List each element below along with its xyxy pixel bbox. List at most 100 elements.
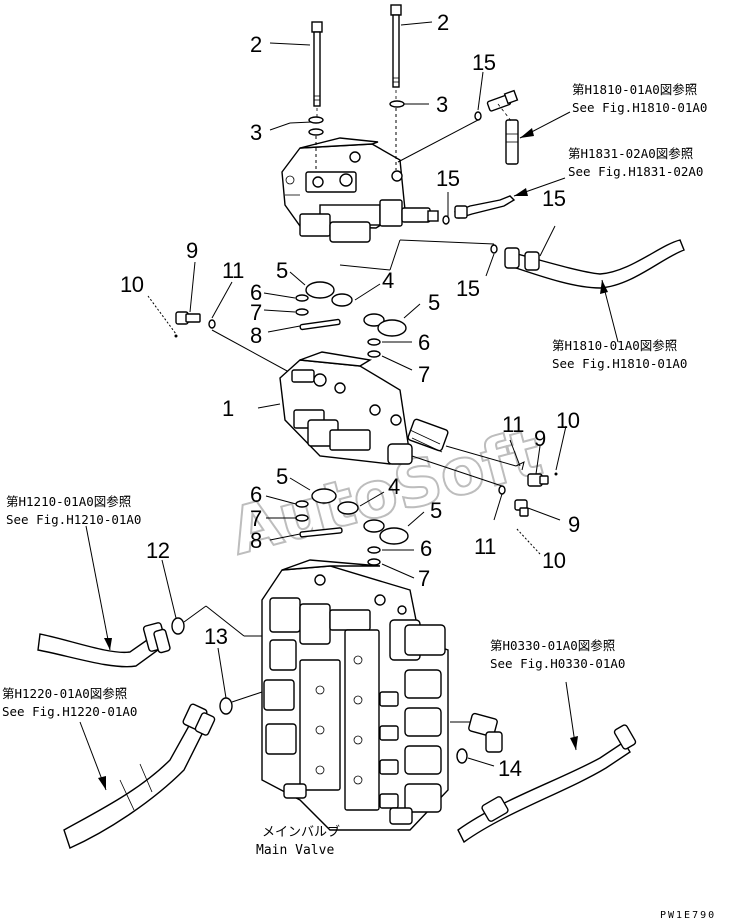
- callout-7: 7: [250, 300, 262, 325]
- callout-8: 8: [250, 323, 262, 348]
- washer-right: [389, 100, 405, 108]
- fitting-9-right: [527, 473, 549, 487]
- callout-1: 1: [222, 396, 234, 421]
- seal-5-c: [311, 488, 337, 504]
- pin-8-b: [299, 527, 343, 538]
- hose-right: [504, 239, 685, 289]
- callout-7: 7: [418, 566, 430, 591]
- callout-8: 8: [250, 528, 262, 553]
- svg-text:第H0330-01A0図参照: 第H0330-01A0図参照: [490, 638, 615, 653]
- callout-11: 11: [222, 258, 244, 283]
- callout-15: 15: [456, 276, 480, 301]
- callout-12: 12: [146, 538, 170, 563]
- pin-8-a: [299, 318, 341, 331]
- oring-14: [456, 748, 468, 764]
- washer-left-2: [308, 128, 324, 136]
- callout-9: 9: [568, 512, 580, 537]
- callout-2: 2: [437, 10, 449, 35]
- callout-9: 9: [534, 426, 546, 451]
- bolt-right: [390, 4, 402, 102]
- oring-6-a: [295, 294, 309, 302]
- callout-5: 5: [276, 258, 288, 283]
- seal-5-b: [377, 319, 407, 337]
- plug-15-a: [474, 111, 482, 121]
- seal-d: [363, 519, 385, 533]
- svg-text:第H1210-01A0図参照: 第H1210-01A0図参照: [6, 494, 131, 509]
- ref-h1210: 第H1210-01A0図参照 See Fig.H1210-01A0: [6, 494, 141, 527]
- bolt-left: [311, 21, 323, 122]
- valve-1: [279, 351, 449, 465]
- ref-h1810-right: 第H1810-01A0図参照 See Fig.H1810-01A0: [552, 338, 687, 371]
- main-valve-label-en: Main Valve: [256, 843, 334, 858]
- main-valve: [261, 559, 503, 831]
- svg-text:See Fig.H1831-02A0: See Fig.H1831-02A0: [568, 164, 703, 179]
- oring-7-b: [367, 350, 381, 358]
- plug-15-c: [490, 244, 498, 254]
- svg-text:第H1810-01A0図参照: 第H1810-01A0図参照: [572, 82, 697, 97]
- callout-3: 3: [250, 120, 262, 145]
- callout-3: 3: [436, 92, 448, 117]
- svg-text:See Fig.H1810-01A0: See Fig.H1810-01A0: [552, 356, 687, 371]
- oring-7-c: [295, 514, 309, 522]
- ref-h0330: 第H0330-01A0図参照 See Fig.H0330-01A0: [490, 638, 625, 671]
- callout-5: 5: [276, 464, 288, 489]
- callout-15: 15: [542, 186, 566, 211]
- fitting-upper: [486, 89, 519, 165]
- hose-h1220: [63, 703, 216, 849]
- callout-15: 15: [472, 50, 496, 75]
- callout-7: 7: [418, 362, 430, 387]
- oring-6-b: [367, 338, 381, 346]
- oring-6-c: [295, 500, 309, 508]
- callout-10: 10: [556, 408, 580, 433]
- plug-15-b: [442, 215, 450, 225]
- callout-5: 5: [430, 498, 442, 523]
- callout-4: 4: [382, 268, 394, 293]
- svg-text:第H1220-01A0図参照: 第H1220-01A0図参照: [2, 686, 127, 701]
- svg-text:See Fig.H1210-01A0: See Fig.H1210-01A0: [6, 512, 141, 527]
- seal-a: [331, 293, 353, 307]
- callout-9: 9: [186, 238, 198, 263]
- fitting-9-left: [175, 311, 201, 325]
- callout-13: 13: [204, 624, 228, 649]
- callout-15: 15: [436, 166, 460, 191]
- main-valve-label-jp: メインバルブ: [262, 824, 340, 840]
- hose-h0330: [457, 724, 637, 844]
- oring-13: [219, 697, 233, 715]
- drawing-number: PW1E790: [660, 910, 716, 921]
- ref-h1831: 第H1831-02A0図参照 See Fig.H1831-02A0: [568, 146, 703, 179]
- callout-10: 10: [542, 548, 566, 573]
- callout-14: 14: [498, 756, 522, 781]
- oring-11-left: [208, 319, 216, 329]
- callout-7: 7: [250, 506, 262, 531]
- seal-5-d: [379, 527, 409, 545]
- ref-h1220: 第H1220-01A0図参照 See Fig.H1220-01A0: [2, 686, 137, 719]
- oring-11-right: [498, 485, 506, 495]
- callout-11: 11: [474, 534, 496, 559]
- callout-6: 6: [250, 482, 262, 507]
- svg-text:See Fig.H1220-01A0: See Fig.H1220-01A0: [2, 704, 137, 719]
- callout-5: 5: [428, 290, 440, 315]
- dot-10: [174, 334, 178, 338]
- callout-10: 10: [120, 272, 144, 297]
- seal-c: [337, 501, 359, 515]
- callout-6: 6: [420, 536, 432, 561]
- callout-6: 6: [250, 280, 262, 305]
- washer-left: [308, 116, 324, 124]
- svg-text:See Fig.H1810-01A0: See Fig.H1810-01A0: [572, 100, 707, 115]
- oring-7-d: [367, 558, 381, 566]
- callout-6: 6: [418, 330, 430, 355]
- svg-text:See Fig.H0330-01A0: See Fig.H0330-01A0: [490, 656, 625, 671]
- hose-h1210: [37, 622, 171, 668]
- pipe-middle: [453, 195, 516, 219]
- callout-2: 2: [250, 32, 262, 57]
- oring-12: [171, 617, 185, 635]
- seal-b: [363, 313, 385, 327]
- oring-6-d: [367, 546, 381, 554]
- callout-4: 4: [388, 474, 400, 499]
- seal-5-a: [305, 281, 335, 299]
- svg-text:第H1831-02A0図参照: 第H1831-02A0図参照: [568, 146, 693, 161]
- fitting-9-lower: [514, 499, 529, 517]
- callout-11: 11: [502, 412, 524, 437]
- upper-valve-block: [281, 137, 439, 243]
- ref-h1810-top: 第H1810-01A0図参照 See Fig.H1810-01A0: [572, 82, 707, 115]
